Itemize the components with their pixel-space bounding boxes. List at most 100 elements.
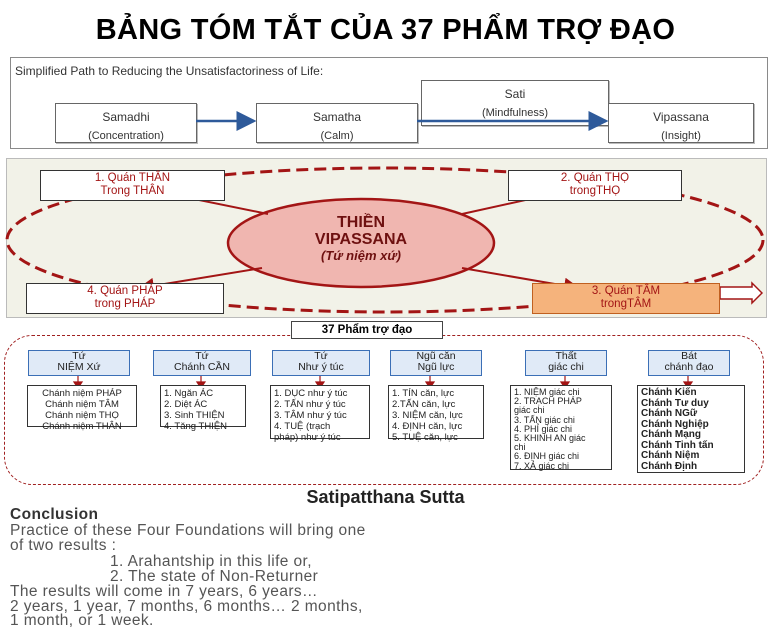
group-head-ngu-can: Ngũ căn Ngũ lực bbox=[390, 350, 482, 376]
list-item: Chánh NGữ bbox=[641, 408, 698, 419]
conclusion-heading: Conclusion bbox=[10, 506, 99, 523]
group-body-chanh-can: 1. Ngăn ÁC 2. Diệt ÁC 3. Sinh THIỆN 4. T… bbox=[160, 385, 246, 432]
list-item: 4. TUỆ (trạch bbox=[274, 421, 331, 432]
list-item: 5. TUỆ căn, lực bbox=[392, 432, 458, 443]
list-item: 2. Diệt ÁC bbox=[164, 399, 208, 410]
list-item: Chánh Mạng bbox=[641, 429, 701, 440]
group-head-bat-chanh-dao: Bát chánh đạo bbox=[648, 350, 730, 376]
list-item: Chánh Tinh tấn bbox=[641, 439, 714, 451]
list-item: Chánh niệm THỌ bbox=[45, 410, 119, 421]
group-head-nhu-y-tuc: Tứ Như ý túc bbox=[272, 350, 370, 376]
list-item: 3. Sinh THIỆN bbox=[164, 410, 225, 421]
group-body-bat-chanh-dao: Chánh Kiến Chánh Tư duy Chánh NGữ Chánh … bbox=[637, 385, 745, 473]
group-head-line2: NIỆM Xứ bbox=[57, 361, 101, 373]
list-item: 1. NIỆM giác chi bbox=[514, 387, 580, 397]
group-head-line1: Tứ bbox=[314, 350, 328, 362]
group-head-niem-xu: Tứ NIỆM Xứ bbox=[28, 350, 130, 376]
conclusion-line: 2. The state of Non-Returner bbox=[110, 568, 319, 585]
group-body-niem-xu: Chánh niệm PHÁP Chánh niệm TÂM Chánh niệ… bbox=[27, 385, 137, 432]
vipassana-diagram bbox=[5, 166, 765, 314]
path-step-label: Samadhi bbox=[102, 110, 150, 124]
list-item: 3. NIỆM căn, lực bbox=[392, 410, 463, 421]
center-ellipse bbox=[226, 197, 496, 289]
list-item: 6. ĐỊNH giác chi bbox=[514, 451, 580, 462]
group-head-line1: Ngũ căn bbox=[416, 350, 456, 362]
list-item: 2.TẤN căn, lực bbox=[392, 399, 456, 410]
conclusion-line: The results will come in 7 years, 6 year… bbox=[10, 583, 318, 600]
quadrant-label: 4. Quán PHÁP bbox=[87, 285, 163, 297]
right-arrow-icon bbox=[719, 281, 764, 305]
quadrant-sublabel: Trong THÂN bbox=[100, 185, 165, 197]
group-head-line2: Chánh CẦN bbox=[173, 361, 231, 373]
list-item: 1. Ngăn ÁC bbox=[164, 388, 214, 399]
conclusion-line: 1. Arahantship in this life or, bbox=[110, 553, 312, 570]
center-label-line2: VIPASSANA bbox=[314, 231, 408, 248]
list-item: Chánh Tư duy bbox=[641, 397, 709, 409]
list-item: Chánh Định bbox=[641, 460, 698, 472]
outer-dashed-ellipse bbox=[5, 166, 765, 314]
group-head-line1: Thất bbox=[555, 350, 577, 362]
quadrant-sublabel: trongTHỌ bbox=[569, 185, 621, 197]
conclusion-line: Practice of these Four Foundations will … bbox=[10, 522, 366, 539]
list-item: 3. TÂM như ý túc bbox=[274, 410, 347, 421]
quadrant-2-box: 2. Quán THỌ trongTHỌ bbox=[508, 170, 682, 201]
list-item: 2. TẤN như ý túc bbox=[274, 399, 346, 410]
list-item: 3. TẤN giác chi bbox=[514, 414, 575, 425]
center-label: THIỀN VIPASSANA (Tứ niệm xứ) bbox=[260, 214, 462, 263]
path-step-samatha: Samatha (Calm) bbox=[256, 103, 418, 143]
group-body-ngu-can: 1. TÍN căn, lực 2.TẤN căn, lực 3. NIỆM c… bbox=[388, 385, 484, 443]
list-item: 4. PHỈ giác chi bbox=[514, 423, 573, 434]
quadrant-4-box: 4. Quán PHÁP trong PHÁP bbox=[26, 283, 224, 314]
path-step-samadhi: Samadhi (Concentration) bbox=[55, 103, 197, 143]
group-head-line2: giác chi bbox=[548, 361, 584, 373]
list-item: pháp) như ý túc bbox=[274, 432, 341, 443]
list-item: 1. TÍN căn, lực bbox=[392, 388, 455, 399]
quadrant-label: 1. Quán THÂN bbox=[94, 172, 171, 184]
quadrant-label: 2. Quán THỌ bbox=[560, 172, 630, 184]
path-step-sublabel: (Insight) bbox=[661, 130, 701, 142]
quadrant-label: 3. Quán TÂM bbox=[591, 285, 661, 297]
list-item: 7. XẢ giác chi bbox=[514, 460, 570, 471]
conclusion-line: of two results : bbox=[10, 537, 117, 554]
list-item: 2. TRẠCH PHÁP bbox=[514, 396, 582, 407]
group-body-that-giac-chi: 1. NIỆM giác chi 2. TRẠCH PHÁP giác chi … bbox=[510, 385, 612, 470]
path-step-label: Samatha bbox=[312, 110, 362, 124]
list-item: 4. ĐỊNH căn, lực bbox=[392, 421, 463, 432]
conclusion-line: 2 years, 1 year, 7 months, 6 months… 2 m… bbox=[10, 598, 363, 615]
path-step-vipassana: Vipassana (Insight) bbox=[608, 103, 754, 143]
path-step-sublabel: (Calm) bbox=[320, 130, 354, 142]
list-item: Chánh niệm THÂN bbox=[42, 421, 122, 432]
quadrant-sublabel: trong PHÁP bbox=[94, 298, 156, 310]
path-arrows bbox=[196, 111, 609, 131]
group-head-line1: Bát bbox=[681, 350, 697, 362]
group-body-nhu-y-tuc: 1. DỤC như ý túc 2. TẤN như ý túc 3. TÂM… bbox=[270, 385, 370, 443]
group-head-line2: chánh đạo bbox=[664, 361, 714, 373]
list-item: giác chi bbox=[514, 405, 545, 416]
list-item: Chánh Nghiệp bbox=[641, 418, 709, 430]
conclusion-line: 1 month, or 1 week. bbox=[10, 612, 154, 629]
path-step-sublabel: (Mindfulness) bbox=[481, 107, 549, 119]
path-caption: Simplified Path to Reducing the Unsatisf… bbox=[15, 64, 324, 78]
page-title: BẢNG TÓM TẮT CỦA 37 PHẨM TRỢ ĐẠO bbox=[95, 14, 676, 46]
group-head-line1: Tứ bbox=[72, 350, 86, 362]
quadrant-3-box: 3. Quán TÂM trongTÂM bbox=[532, 283, 720, 314]
list-item: 1. DỤC như ý túc bbox=[274, 388, 348, 399]
path-step-label: Vipassana bbox=[653, 110, 709, 124]
path-step-label: Sati bbox=[504, 87, 526, 101]
center-label-line3: (Tứ niệm xứ) bbox=[321, 248, 401, 263]
factors-header: 37 Phẩm trợ đạo bbox=[291, 321, 443, 339]
group-head-chanh-can: Tứ Chánh CẦN bbox=[153, 350, 251, 376]
group-head-line2: Ngũ lực bbox=[417, 361, 455, 373]
path-step-sublabel: (Concentration) bbox=[88, 130, 164, 142]
group-head-that-giac-chi: Thất giác chi bbox=[525, 350, 607, 376]
path-step-sati: Sati (Mindfulness) bbox=[421, 80, 609, 126]
list-item: 5. KHINH AN giác bbox=[514, 433, 586, 444]
center-label-line1: THIỀN bbox=[337, 214, 385, 231]
group-head-line1: Tứ bbox=[195, 350, 209, 362]
list-item: Chánh niệm TÂM bbox=[45, 399, 119, 410]
list-item: chi bbox=[514, 442, 526, 453]
sutta-title: Satipatthana Sutta bbox=[306, 487, 465, 507]
list-item: Chánh Niệm bbox=[641, 450, 700, 461]
group-head-line2: Như ý túc bbox=[298, 361, 344, 373]
quadrant-1-box: 1. Quán THÂN Trong THÂN bbox=[40, 170, 225, 201]
